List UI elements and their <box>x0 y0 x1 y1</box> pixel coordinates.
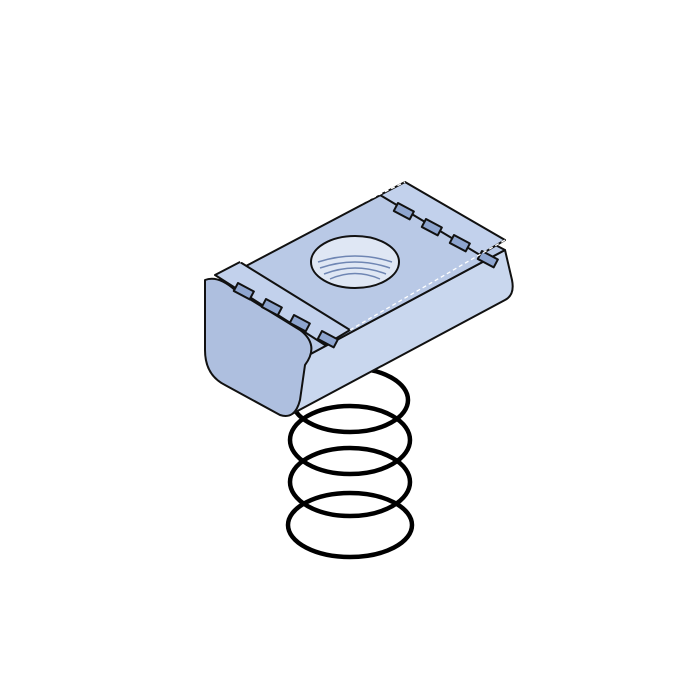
nut-side-face <box>289 249 514 416</box>
teeth-left <box>232 282 339 349</box>
teeth-right <box>392 202 499 269</box>
spring-coil <box>287 403 413 477</box>
threaded-hole <box>310 235 400 289</box>
nut-end-face <box>204 277 313 417</box>
spring-coil <box>287 445 413 519</box>
ridge-right <box>379 181 506 256</box>
channel-nut <box>204 181 514 417</box>
ridge-edge-lines <box>239 181 506 331</box>
spring-coil <box>285 490 415 560</box>
